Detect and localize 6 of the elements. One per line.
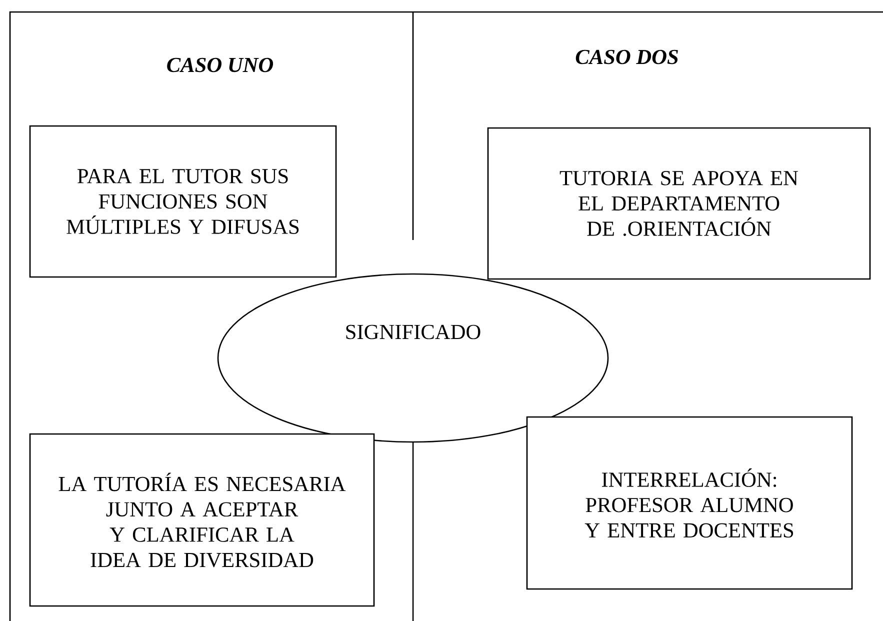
text-box: INTERRELACIÓN: PROFESOR ALUMNO Y ENTRE DOCENTES [526,416,853,590]
text-box: LA TUTORÍA ES NECESARIA JUNTO A ACEPTAR Y CLARIFICAR LA IDEA DE DIVERSIDAD [29,433,375,607]
text-box: TUTORIA SE APOYA EN EL DEPARTAMENTO DE .ORIENTACIÓN [487,127,871,280]
text-box: PARA EL TUTOR SUS FUNCIONES SON MÚLTIPLES Y DIFUSAS [29,125,337,278]
case-heading: CASO UNO [167,58,274,72]
case-heading: CASO DOS [576,50,678,64]
